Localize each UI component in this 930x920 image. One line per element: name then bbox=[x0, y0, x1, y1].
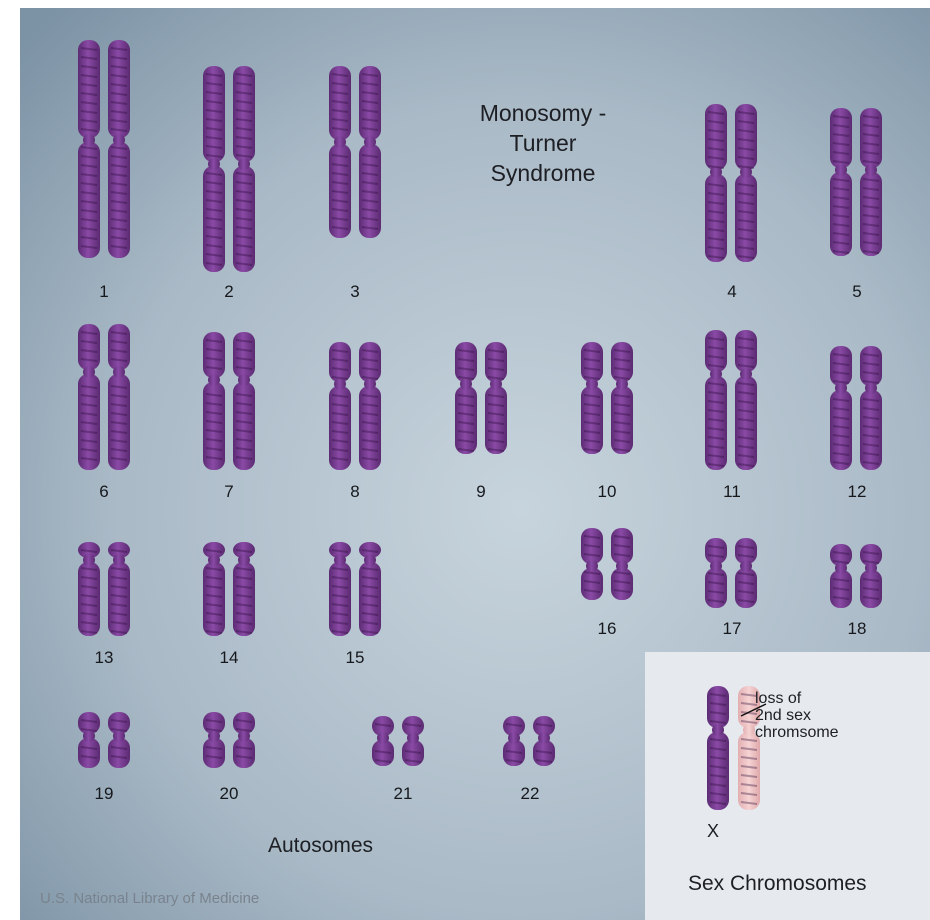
sex-chromosomes-label: Sex Chromosomes bbox=[688, 872, 867, 896]
chromosome-label-1: 1 bbox=[84, 282, 124, 302]
chromatid-left-6 bbox=[78, 324, 100, 470]
chromosome-label-17: 17 bbox=[712, 619, 752, 639]
chromosome-label-15: 15 bbox=[335, 648, 375, 668]
chromatid-right-2 bbox=[233, 66, 255, 272]
credit-text: U.S. National Library of Medicine bbox=[40, 890, 259, 907]
chromatid-left-4 bbox=[705, 104, 727, 262]
chromatid-right-7 bbox=[233, 332, 255, 470]
chromatid-right-10 bbox=[611, 342, 633, 454]
chromosome-label-18: 18 bbox=[837, 619, 877, 639]
chromatid-left-3 bbox=[329, 66, 351, 238]
chromosome-label-12: 12 bbox=[837, 482, 877, 502]
chromatid-left-18 bbox=[830, 544, 852, 608]
loss-annotation: loss of 2nd sex chromsome bbox=[755, 690, 839, 741]
chromatid-right-9 bbox=[485, 342, 507, 454]
chromatid-left-11 bbox=[705, 330, 727, 470]
x-chromosome-label: X bbox=[707, 821, 719, 842]
chromosome-label-20: 20 bbox=[209, 784, 249, 804]
chromatid-left-12 bbox=[830, 346, 852, 470]
chromosome-label-16: 16 bbox=[587, 619, 627, 639]
chromatid-left-2 bbox=[203, 66, 225, 272]
chromatid-right-6 bbox=[108, 324, 130, 470]
chromosome-label-7: 7 bbox=[209, 482, 249, 502]
chromosome-label-3: 3 bbox=[335, 282, 375, 302]
chromatid-left-5 bbox=[830, 108, 852, 256]
chromatid-right-5 bbox=[860, 108, 882, 256]
chromosome-label-11: 11 bbox=[712, 482, 752, 502]
chromatid-right-12 bbox=[860, 346, 882, 470]
chromosome-label-2: 2 bbox=[209, 282, 249, 302]
chromatid-left-8 bbox=[329, 342, 351, 470]
chromosome-label-6: 6 bbox=[84, 482, 124, 502]
chromosome-label-4: 4 bbox=[712, 282, 752, 302]
diagram-title: Monosomy - Turner Syndrome bbox=[453, 98, 633, 188]
chromatid-left-7 bbox=[203, 332, 225, 470]
autosomes-label: Autosomes bbox=[268, 834, 373, 858]
chromatid-right-11 bbox=[735, 330, 757, 470]
chromatid-left-10 bbox=[581, 342, 603, 454]
chromosome-label-9: 9 bbox=[461, 482, 501, 502]
x-chromosome bbox=[707, 686, 729, 810]
chromatid-right-4 bbox=[735, 104, 757, 262]
chromosome-label-8: 8 bbox=[335, 482, 375, 502]
chromatid-right-8 bbox=[359, 342, 381, 470]
chromatid-left-1 bbox=[78, 40, 100, 258]
chromosome-label-5: 5 bbox=[837, 282, 877, 302]
chromosome-label-14: 14 bbox=[209, 648, 249, 668]
chromatid-right-17 bbox=[735, 538, 757, 608]
chromosome-label-22: 22 bbox=[510, 784, 550, 804]
chromosome-label-10: 10 bbox=[587, 482, 627, 502]
chromatid-right-1 bbox=[108, 40, 130, 258]
chromosome-label-19: 19 bbox=[84, 784, 124, 804]
chromatid-right-3 bbox=[359, 66, 381, 238]
chromosome-label-13: 13 bbox=[84, 648, 124, 668]
chromatid-right-18 bbox=[860, 544, 882, 608]
chromatid-left-9 bbox=[455, 342, 477, 454]
chromatid-left-17 bbox=[705, 538, 727, 608]
chromosome-label-21: 21 bbox=[383, 784, 423, 804]
